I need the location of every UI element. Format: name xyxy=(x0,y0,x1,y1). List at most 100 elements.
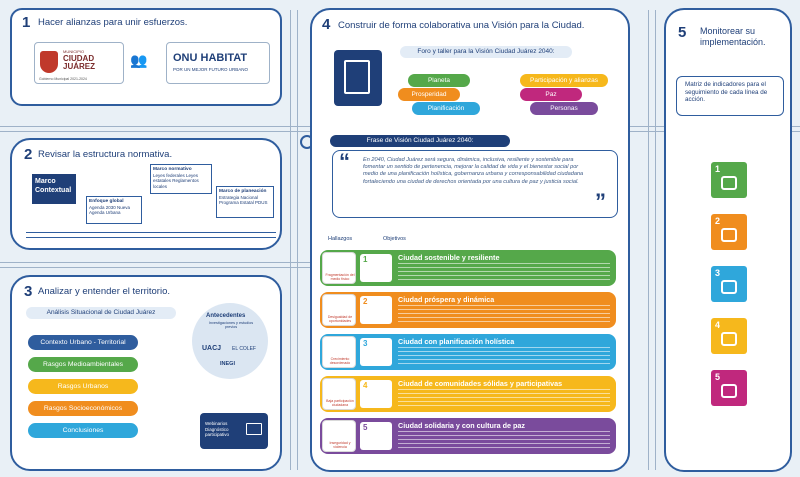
juarez-logo: MUNICIPIO CIUDAD JUÁREZ Gobierno Municip… xyxy=(34,42,124,84)
antecedentes-sub: Investigaciones y estudios previos xyxy=(208,321,254,329)
sign-enfoque-global: Enfoque global Agenda 2030 Nueva Agenda … xyxy=(86,196,142,224)
section-title: Revisar la estructura normativa. xyxy=(38,149,173,160)
objective-title: Ciudad próspera y dinámica xyxy=(398,295,495,304)
objective-number: 3 xyxy=(363,339,368,348)
section-number: 2 xyxy=(24,146,33,163)
objective-number: 5 xyxy=(363,423,368,432)
monitor-icon xyxy=(246,423,262,435)
objective-body xyxy=(398,263,610,283)
pill-participacion: Participación y alianzas xyxy=(520,74,608,87)
antecedentes-circle: Antecedentes Investigaciones y estudios … xyxy=(192,303,268,379)
col-objetivos: Objetivos xyxy=(383,236,406,242)
sign-marco-normativo: Marco normativo Leyes federales Leyes es… xyxy=(150,164,212,194)
road xyxy=(290,10,298,470)
objective-title: Ciudad de comunidades sólidas y particip… xyxy=(398,379,563,388)
pill-personas: Personas xyxy=(530,102,598,115)
finding-card: Crecimiento desordenado xyxy=(322,336,356,368)
finding-label: Crecimiento desordenado xyxy=(329,357,351,365)
pencil-doc-icon xyxy=(334,50,382,106)
pill-planeta: Planeta xyxy=(408,74,470,87)
logo-sub-text: Gobierno Municipal 2021-2024 xyxy=(39,77,87,81)
pill-paz: Paz xyxy=(520,88,582,101)
sdg-number: 5 xyxy=(715,372,721,382)
marco-label: Marco Contextual xyxy=(35,178,72,194)
sdg-1-icon: 1 xyxy=(711,162,747,198)
section-number: 4 xyxy=(322,16,331,33)
finding-label: Fragmentación del medio físico xyxy=(325,273,355,281)
section-2-panel: 2 Revisar la estructura normativa. Marco… xyxy=(10,138,282,250)
frase-label: Frase de Visión Ciudad Juárez 2040: xyxy=(330,135,510,147)
antecedentes-label: Antecedentes xyxy=(206,313,246,319)
col-hallazgos: Hallazgos xyxy=(328,236,353,242)
open-quote-icon: “ xyxy=(339,149,350,174)
objetivo-row-5: Inseguridad y violencia 5 Ciudad solidar… xyxy=(320,418,616,454)
objetivo-row-2: Desigualdad de oportunidades 2 Ciudad pr… xyxy=(320,292,616,328)
webinario-text: Webinarios Diagnóstico participativo xyxy=(205,421,230,437)
inegi-logo: INEGI xyxy=(220,361,235,367)
section-title: Monitorear su implementación. xyxy=(700,26,766,47)
objetivo-row-1: Fragmentación del medio físico 1 Ciudad … xyxy=(320,250,616,286)
finding-card: Fragmentación del medio físico xyxy=(322,252,356,284)
finding-label: Desigualdad de oportunidades xyxy=(327,315,353,323)
objective-body xyxy=(398,305,610,325)
objective-badge: 1 xyxy=(360,254,392,282)
section-title: Construir de forma colaborativa una Visi… xyxy=(338,20,585,31)
shield-icon xyxy=(40,51,58,73)
section-3-panel: 3 Analizar y entender el territorio. Aná… xyxy=(10,275,282,471)
bar-rasgos-medioambientales: Rasgos Medioambientales xyxy=(28,357,138,372)
people-icon: 👥 xyxy=(130,52,148,68)
objective-number: 2 xyxy=(363,297,368,306)
objective-body xyxy=(398,431,610,451)
analisis-header-text: Análisis Situacional de Ciudad Juárez xyxy=(46,309,156,316)
sign-text: Estrategia Nacional Programa Estatal PDU… xyxy=(219,194,268,206)
finding-label: Baja participación ciudadana xyxy=(326,399,354,407)
objective-number: 1 xyxy=(363,255,368,264)
logo-main-text: CIUDAD JUÁREZ xyxy=(63,54,96,71)
pill-planificacion: Planificación xyxy=(412,102,480,115)
fence xyxy=(26,232,276,238)
foro-header-text: Foro y taller para la Visión Ciudad Juár… xyxy=(417,48,555,55)
objective-body xyxy=(398,389,610,409)
sdg-5-icon: 5 xyxy=(711,370,747,406)
sdg-number: 4 xyxy=(715,320,721,330)
logo-top-text: MUNICIPIO xyxy=(63,49,85,54)
finding-label: Inseguridad y violencia xyxy=(329,441,351,449)
sdg-3-icon: 3 xyxy=(711,266,747,302)
frase-box: “ En 2040, Ciudad Juárez será segura, di… xyxy=(332,149,618,218)
bar-conclusiones: Conclusiones xyxy=(28,423,138,438)
section-number: 5 xyxy=(678,24,687,41)
sign-text: Leyes federales Leyes estatales Reglamen… xyxy=(153,172,199,189)
onu-habitat-logo: ONU HABITAT POR UN MEJOR FUTURO URBANO xyxy=(166,42,270,84)
objetivo-row-3: Crecimiento desordenado 3 Ciudad con pla… xyxy=(320,334,616,370)
road xyxy=(648,10,656,470)
doc-shape xyxy=(344,60,370,94)
objective-title: Ciudad sostenible y resiliente xyxy=(398,253,500,262)
sign-text: Agenda 2030 Nueva Agenda Urbana xyxy=(89,204,131,216)
frase-text: En 2040, Ciudad Juárez será segura, diná… xyxy=(363,157,584,185)
sdg-number: 2 xyxy=(715,216,721,226)
objective-title: Ciudad solidaria y con cultura de paz xyxy=(398,421,526,430)
sign-heading: Marco de planeación xyxy=(219,189,267,194)
road xyxy=(0,262,310,268)
section-1-panel: 1 Hacer alianzas para unir esfuerzos. MU… xyxy=(10,8,282,106)
section-title: Analizar y entender el territorio. xyxy=(38,286,171,297)
uacj-logo: UACJ xyxy=(202,345,222,352)
section-number: 1 xyxy=(22,14,31,31)
objective-body xyxy=(398,347,610,367)
colef-logo: EL COLEF xyxy=(232,346,256,352)
sdg-2-icon: 2 xyxy=(711,214,747,250)
objective-badge: 5 xyxy=(360,422,392,450)
pill-prosperidad: Prosperidad xyxy=(398,88,460,101)
objective-badge: 4 xyxy=(360,380,392,408)
matriz-box: Matriz de indicadores para el seguimient… xyxy=(676,76,784,116)
objective-number: 4 xyxy=(363,381,368,390)
sign-heading: Enfoque global xyxy=(89,199,124,204)
foro-header: Foro y taller para la Visión Ciudad Juár… xyxy=(400,46,572,58)
objective-title: Ciudad con planificación holística xyxy=(398,337,515,346)
objective-badge: 3 xyxy=(360,338,392,366)
close-quote-icon: ” xyxy=(595,189,606,214)
finding-card: Baja participación ciudadana xyxy=(322,378,356,410)
frase-label-text: Frase de Visión Ciudad Juárez 2040: xyxy=(366,137,474,144)
bar-rasgos-urbanos: Rasgos Urbanos xyxy=(28,379,138,394)
bar-rasgos-socioeconomicos: Rasgos Socioeconómicos xyxy=(28,401,138,416)
